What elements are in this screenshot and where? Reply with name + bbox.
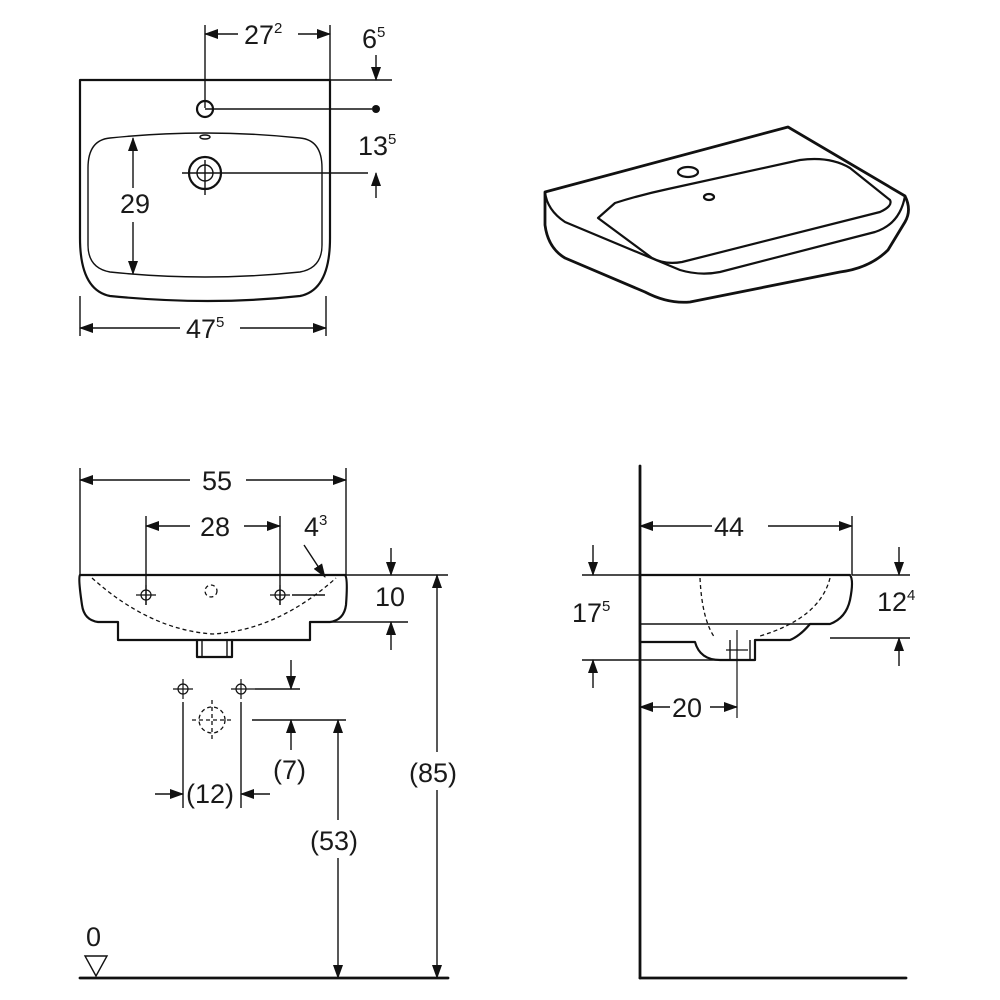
floor-level-label: 0 bbox=[86, 922, 101, 952]
dim-27-2-sup: 2 bbox=[274, 20, 282, 37]
dim-29: 29 bbox=[120, 189, 150, 219]
top-basin-outline bbox=[78, 78, 332, 303]
dim-47-5-base: 47 bbox=[186, 314, 216, 344]
front-view: 55 28 43 10 (7) bbox=[78, 466, 457, 980]
dim-55: 55 bbox=[202, 466, 232, 496]
waste-fixing-left bbox=[173, 679, 193, 699]
iso-bowl bbox=[596, 157, 892, 264]
dim-20: 20 bbox=[672, 693, 702, 723]
dim-12-4-sup: 4 bbox=[907, 587, 915, 604]
front-basin-outline bbox=[78, 573, 348, 659]
dim-17-5-sup: 5 bbox=[602, 598, 610, 615]
dim-47-5-sup: 5 bbox=[216, 314, 224, 331]
isometric-view bbox=[543, 125, 910, 304]
svg-text:175: 175 bbox=[572, 598, 610, 628]
iso-tap-hole bbox=[676, 165, 700, 179]
svg-text:65: 65 bbox=[362, 24, 385, 54]
svg-text:124: 124 bbox=[877, 587, 915, 617]
floor-level-symbol bbox=[83, 955, 109, 978]
iso-basin-body bbox=[543, 125, 910, 304]
dim-6-5-base: 6 bbox=[362, 24, 377, 54]
waste-fixing-right bbox=[231, 679, 255, 699]
dim-13-5-sup: 5 bbox=[388, 131, 396, 148]
dim-7: (7) bbox=[273, 755, 306, 785]
dim-4-3-base: 4 bbox=[304, 512, 319, 542]
dim-28: 28 bbox=[200, 512, 230, 542]
iso-overflow bbox=[702, 192, 716, 202]
dim-17-5-base: 17 bbox=[572, 598, 602, 628]
top-bowl-outline bbox=[87, 132, 323, 278]
dim-12: (12) bbox=[186, 779, 234, 809]
waste-outlet-symbol bbox=[192, 700, 232, 742]
svg-text:135: 135 bbox=[358, 131, 396, 161]
tap-center-dot bbox=[372, 105, 380, 113]
dim-85: (85) bbox=[409, 758, 457, 788]
side-basin-outline bbox=[638, 573, 854, 662]
dim-13-5-base: 13 bbox=[358, 131, 388, 161]
top-view: 272 65 135 29 475 bbox=[78, 20, 396, 344]
dim-6-5-sup: 5 bbox=[377, 24, 385, 41]
dim-27-2-base: 27 bbox=[244, 20, 274, 50]
svg-text:43: 43 bbox=[304, 512, 327, 542]
side-view: 44 175 124 20 bbox=[572, 464, 915, 980]
dim-12-4-base: 12 bbox=[877, 587, 907, 617]
dim-4-3-sup: 3 bbox=[319, 512, 327, 529]
svg-text:475: 475 bbox=[186, 314, 224, 344]
dim-10: 10 bbox=[375, 582, 405, 612]
dim-53: (53) bbox=[310, 826, 358, 856]
svg-text:272: 272 bbox=[244, 20, 282, 50]
dim-44: 44 bbox=[714, 512, 744, 542]
